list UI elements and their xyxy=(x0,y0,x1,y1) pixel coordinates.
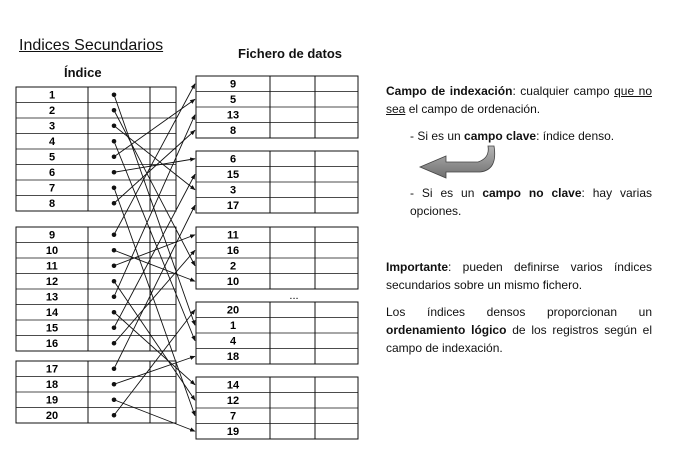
pointer-arrow xyxy=(113,204,196,369)
pointer-arrow xyxy=(113,187,196,417)
data-block: 6 15 3 17 xyxy=(195,150,359,214)
record-key: 17 xyxy=(227,200,239,212)
index-key: 14 xyxy=(46,307,59,319)
note-text: : hay varias opciones. xyxy=(410,186,652,218)
record-key: 8 xyxy=(230,125,236,137)
record-key: 16 xyxy=(227,245,239,257)
index-group: 1 2 3 4 5 6 7 8 xyxy=(15,86,177,212)
note-text: Los índices densos proporcionan un xyxy=(386,305,652,319)
pointer-arrow xyxy=(113,355,196,385)
index-key: 18 xyxy=(46,379,58,391)
record-key: 20 xyxy=(227,305,239,317)
pointer-arrow xyxy=(113,311,196,386)
index-key: 5 xyxy=(49,152,55,164)
index-key: 15 xyxy=(46,323,58,335)
note-dense-indexes: Los índices densos proporcionan un orden… xyxy=(386,303,652,357)
index-key: 17 xyxy=(46,364,58,376)
note-non-key-field: - Si es un campo no clave: hay varias op… xyxy=(410,184,652,220)
note-text: : índice denso. xyxy=(536,129,615,143)
pointer-arrow xyxy=(113,173,196,328)
note-term: Importante xyxy=(386,260,449,274)
index-key: 16 xyxy=(46,338,58,350)
note-term: Campo de indexación xyxy=(386,84,513,98)
page-title: Indices Secundarios xyxy=(19,37,164,54)
record-key: 14 xyxy=(227,380,240,392)
record-key: 5 xyxy=(230,94,236,106)
data-block: 9 5 13 8 xyxy=(195,75,359,139)
index-key: 9 xyxy=(49,230,55,242)
index-key: 11 xyxy=(46,261,58,273)
index-key: 3 xyxy=(49,121,55,133)
note-important: Importante: pueden definirse varios índi… xyxy=(386,258,652,294)
index-key: 7 xyxy=(49,183,55,195)
pointer-arrow xyxy=(113,94,196,326)
pointer-arrow xyxy=(113,141,196,342)
note-text: : pueden definirse varios índices secund… xyxy=(386,260,652,292)
data-block: 14 12 7 19 xyxy=(195,376,359,440)
note-term: ordenamiento lógico xyxy=(386,323,507,337)
pointer-arrow xyxy=(113,309,196,416)
pointer-arrow xyxy=(113,249,196,344)
pointer-arrow xyxy=(113,249,196,282)
index-key: 10 xyxy=(46,245,58,257)
index-key: 13 xyxy=(46,292,58,304)
index-group: 9 10 11 12 13 14 15 16 xyxy=(15,226,177,352)
record-key: 9 xyxy=(230,79,236,91)
index-key: 12 xyxy=(46,276,58,288)
pointer-arrow xyxy=(113,114,196,297)
index-key: 1 xyxy=(49,90,55,102)
index-group: 17 18 19 20 xyxy=(15,360,177,424)
note-text: - Si es un xyxy=(410,129,465,143)
record-key: 19 xyxy=(227,426,239,438)
ellipsis-text: ... xyxy=(289,290,298,302)
curved-arrow-icon xyxy=(418,145,496,179)
note-text: - Si es un xyxy=(410,186,483,200)
record-key: 18 xyxy=(227,351,239,363)
note-text: : cualquier campo xyxy=(512,84,615,98)
data-block: 11 16 2 10 xyxy=(195,226,359,290)
note-key-field: - Si es un campo clave: índice denso. xyxy=(410,127,660,145)
record-key: 13 xyxy=(227,110,239,122)
note-underlined: que no sea xyxy=(386,84,652,116)
pointer-arrow xyxy=(113,125,196,191)
note-indexing-field: Campo de indexación: cualquier campo que… xyxy=(386,82,652,118)
note-text: de los registros según el campo de index… xyxy=(386,323,652,355)
index-key: 8 xyxy=(49,198,55,210)
record-key: 12 xyxy=(227,395,239,407)
pointer-arrow xyxy=(113,157,196,173)
pointer-arrow xyxy=(113,399,196,432)
data-file-title: Fichero de datos xyxy=(238,46,343,61)
index-key: 6 xyxy=(49,167,55,179)
record-key: 10 xyxy=(227,276,239,288)
note-term: campo clave xyxy=(464,129,537,143)
record-key: 6 xyxy=(230,154,236,166)
index-pointers xyxy=(113,83,196,432)
pointer-arrow xyxy=(113,280,196,401)
index-key: 2 xyxy=(49,105,55,117)
note-text: el campo de ordenación. xyxy=(405,102,541,116)
pointer-arrow xyxy=(113,129,196,204)
index-key: 20 xyxy=(46,410,58,422)
record-key: 3 xyxy=(230,185,236,197)
note-term: campo no clave xyxy=(482,186,582,200)
record-key: 2 xyxy=(230,261,236,273)
index-key: 19 xyxy=(46,395,58,407)
index-title: Índice xyxy=(64,65,102,80)
pointer-arrow xyxy=(113,83,196,235)
record-key: 7 xyxy=(230,411,236,423)
record-key: 11 xyxy=(227,230,239,242)
record-key: 15 xyxy=(227,169,239,181)
record-key: 4 xyxy=(230,336,237,348)
record-key: 1 xyxy=(230,320,236,332)
index-key: 4 xyxy=(49,136,56,148)
data-block: 20 1 4 18 xyxy=(195,301,359,365)
